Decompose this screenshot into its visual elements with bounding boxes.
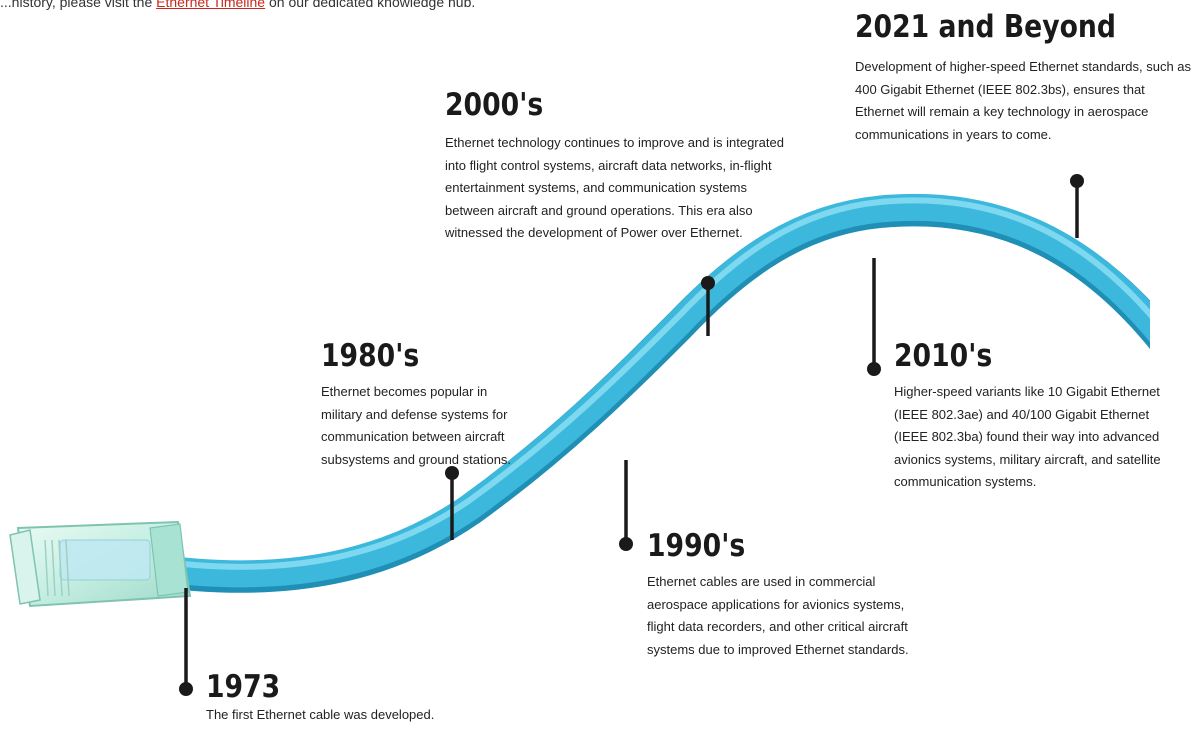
ethernet-timeline-link[interactable]: Ethernet Timeline <box>156 0 266 10</box>
milestone-year-2010s: 2010's <box>894 338 993 374</box>
milestone-year-2021-beyond: 2021 and Beyond <box>855 9 1116 45</box>
milestone-year-1990s: 1990's <box>647 528 746 564</box>
rj45-plug-icon <box>9 520 192 608</box>
marker-2000s <box>701 276 715 336</box>
intro-suffix: on our dedicated knowledge hub. <box>265 0 476 10</box>
milestone-text-1973: The first Ethernet cable was developed. <box>206 707 435 722</box>
milestone-text-1980s: Ethernet becomes popular in military and… <box>321 384 512 467</box>
milestone-text-1990s: Ethernet cables are used in commercial a… <box>647 574 909 657</box>
marker-1990s <box>619 460 633 551</box>
milestone-text-2000s: Ethernet technology continues to improve… <box>445 135 784 240</box>
milestone-year-1973: 1973 <box>206 669 281 705</box>
marker-1973 <box>179 588 193 696</box>
intro-prefix: ...history, please visit the <box>0 0 157 10</box>
marker-2010s <box>867 258 881 376</box>
milestone-text-2021-beyond: Development of higher-speed Ethernet sta… <box>855 59 1192 142</box>
milestone-year-1980s: 1980's <box>321 338 420 374</box>
marker-2021-beyond <box>1070 174 1084 238</box>
milestone-text-2010s: Higher-speed variants like 10 Gigabit Et… <box>894 384 1161 489</box>
intro-text: ...history, please visit the Ethernet Ti… <box>0 0 475 10</box>
marker-1980s <box>445 466 459 540</box>
ethernet-cable <box>134 193 1150 593</box>
milestone-year-2000s: 2000's <box>445 87 544 123</box>
